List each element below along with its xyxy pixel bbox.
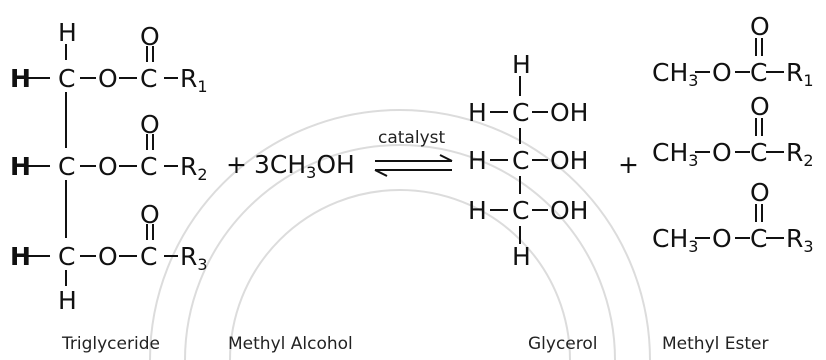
- ester2-ch3-sub: 3: [688, 151, 699, 170]
- glycerol-oh-row2: OH: [550, 146, 589, 175]
- methanol-coeff: 3CH: [254, 150, 307, 179]
- ester1-ch: CH: [652, 58, 689, 87]
- label-methyl-alcohol: Methyl Alcohol: [228, 334, 353, 354]
- ester3-c: C: [750, 224, 768, 253]
- label-glycerol: Glycerol: [528, 334, 598, 354]
- r1-letter: R: [180, 64, 198, 93]
- glycerol-c-row1: C: [512, 98, 530, 127]
- ester3-r-letter: R: [786, 224, 804, 253]
- ester1-ch3: CH3: [652, 58, 698, 89]
- ester2-o-carbonyl: O: [750, 92, 770, 121]
- glycerol-oh-row1: OH: [550, 98, 589, 127]
- ester1-r-letter: R: [786, 58, 804, 87]
- glycerol-h-bottom: H: [512, 242, 531, 271]
- label-triglyceride: Triglyceride: [62, 334, 160, 354]
- ester3-r-sub: 3: [803, 237, 814, 256]
- atom-c-carbonyl-row2: C: [140, 152, 158, 181]
- glycerol-h-row2: H: [468, 146, 487, 175]
- ester3-ch3: CH3: [652, 224, 698, 255]
- r2-letter: R: [180, 152, 198, 181]
- ester3-ch3-sub: 3: [688, 237, 699, 256]
- glycerol-h-row1: H: [468, 98, 487, 127]
- ester1-ch3-sub: 3: [688, 71, 699, 90]
- atom-c-carbonyl-row3: C: [140, 242, 158, 271]
- glycerol-c-row2: C: [512, 146, 530, 175]
- glycerol-h-row3: H: [468, 196, 487, 225]
- plus-sign-left: +: [226, 150, 247, 179]
- atom-o-row3: O: [98, 242, 118, 271]
- atom-c-row1: C: [58, 64, 76, 93]
- atom-c-row3: C: [58, 242, 76, 271]
- r2-subscript: 2: [197, 165, 208, 184]
- label-methyl-ester: Methyl Ester: [662, 334, 769, 354]
- atom-h-row2: H: [10, 152, 31, 181]
- atom-o-carbonyl-row2: O: [140, 110, 160, 139]
- catalyst-label: catalyst: [378, 128, 446, 148]
- atom-o-carbonyl-row1: O: [140, 22, 160, 51]
- ester2-o: O: [712, 138, 732, 167]
- ester2-r: R2: [786, 138, 814, 169]
- ester3-o: O: [712, 224, 732, 253]
- atom-c-carbonyl-row1: C: [140, 64, 158, 93]
- ester1-o: O: [712, 58, 732, 87]
- atom-h-row1: H: [10, 64, 31, 93]
- atom-r3: R3: [180, 242, 208, 273]
- atom-o-carbonyl-row3: O: [140, 200, 160, 229]
- ester1-r: R1: [786, 58, 814, 89]
- glycerol-c-row3: C: [512, 196, 530, 225]
- r3-subscript: 3: [197, 255, 208, 274]
- atom-h-top: H: [58, 18, 77, 47]
- r3-letter: R: [180, 242, 198, 271]
- glycerol-h-top: H: [512, 50, 531, 79]
- glycerol-oh-row3: OH: [550, 196, 589, 225]
- atom-c-row2: C: [58, 152, 76, 181]
- atom-o-row2: O: [98, 152, 118, 181]
- atom-h-bottom: H: [58, 286, 77, 315]
- ester2-c: C: [750, 138, 768, 167]
- ester3-r: R3: [786, 224, 814, 255]
- ester2-r-letter: R: [786, 138, 804, 167]
- atom-r2: R2: [180, 152, 208, 183]
- methanol-oh: OH: [316, 150, 355, 179]
- ester3-ch: CH: [652, 224, 689, 253]
- plus-sign-right: +: [618, 150, 639, 179]
- atom-r1: R1: [180, 64, 208, 95]
- methanol-formula: 3CH3OH: [254, 150, 355, 181]
- ester2-ch: CH: [652, 138, 689, 167]
- atom-h-row3: H: [10, 242, 31, 271]
- ester2-r-sub: 2: [803, 151, 814, 170]
- atom-o-row1: O: [98, 64, 118, 93]
- ester2-ch3: CH3: [652, 138, 698, 169]
- methanol-sub: 3: [306, 163, 317, 182]
- ester1-r-sub: 1: [803, 71, 814, 90]
- r1-subscript: 1: [197, 77, 208, 96]
- ester1-o-carbonyl: O: [750, 12, 770, 41]
- ester1-c: C: [750, 58, 768, 87]
- ester3-o-carbonyl: O: [750, 178, 770, 207]
